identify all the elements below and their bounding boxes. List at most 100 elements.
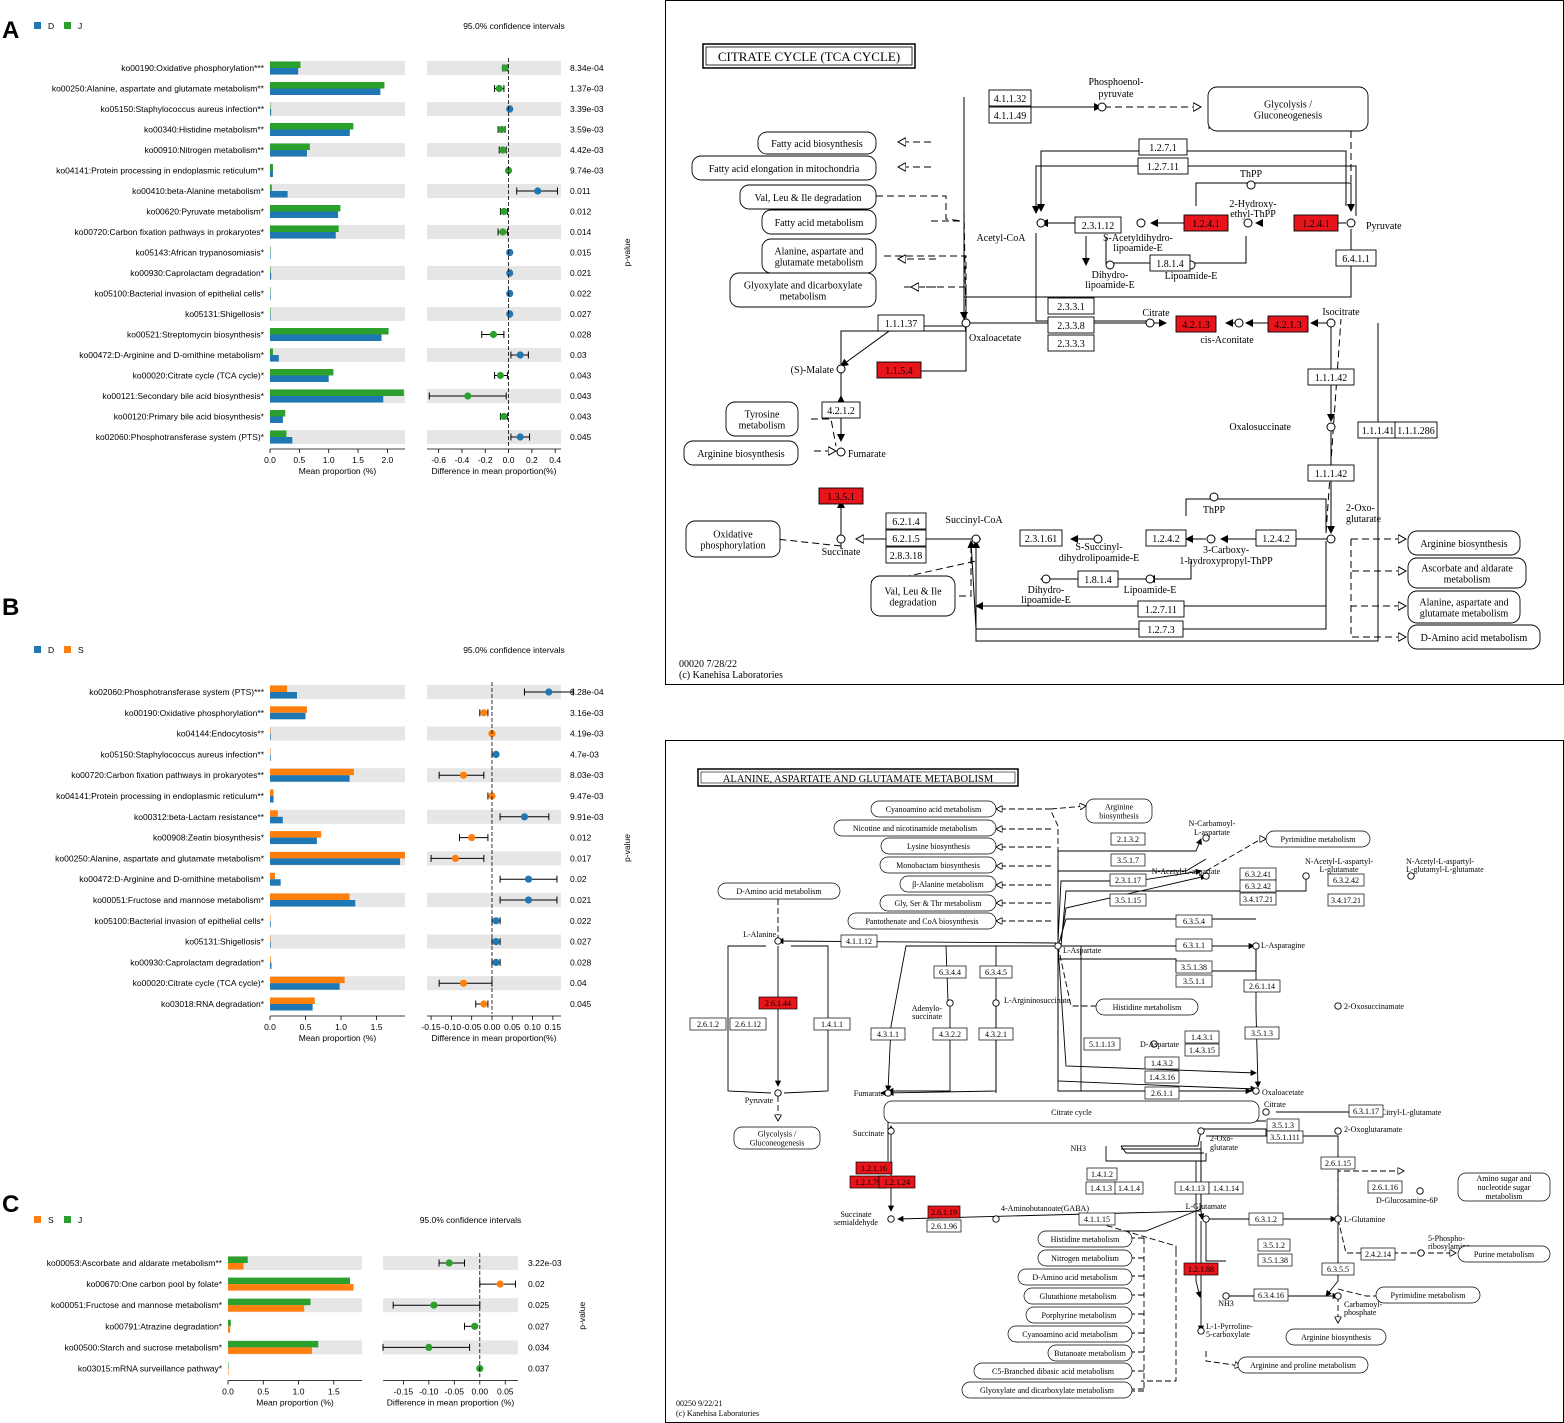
diff-point [459,979,468,987]
map-link-box[interactable] [833,819,997,837]
map-link-box[interactable] [1407,624,1541,650]
map-link-box[interactable] [1037,1249,1133,1267]
map-link-label: Tyrosine [745,410,780,421]
compound-node [1262,1108,1270,1116]
ala-asp-glu-map: ALANINE, ASPARTATE AND GLUTAMATE METABOL… [676,768,1551,1418]
reaction-edge [727,945,772,1094]
bar-d [270,252,271,259]
map-link-box[interactable] [1285,1328,1387,1346]
map-link-box[interactable] [717,882,841,900]
tick-label: 1.5 [371,1022,383,1032]
map-title: ALANINE, ASPARTATE AND GLUTAMATE METABOL… [723,774,994,785]
map-link-box[interactable] [683,440,799,466]
bar-j [270,164,273,171]
x-axis-label-left: Mean proportion (%) [256,1398,334,1408]
enzyme-label: 1.2.4.2 [1262,534,1290,545]
reaction-edge [1121,1130,1202,1147]
map-link-box[interactable] [1095,998,1199,1016]
enzyme-box [988,89,1032,107]
enzyme-label: 3.5.1.3 [1272,1121,1294,1130]
map-link-box[interactable] [883,1100,1260,1124]
enzyme-box [1110,832,1146,846]
map-link-box[interactable] [973,1362,1133,1380]
enzyme-box [1184,1043,1220,1057]
enzyme-label: 1.2.7.11 [1145,605,1177,616]
enzyme-label: 2.4.2.14 [1365,1250,1391,1259]
map-link-box[interactable] [1407,530,1521,556]
map-link-label: Pyrimidine metabolism [1281,835,1357,844]
map-link-box[interactable] [685,520,781,558]
reaction-edge [1141,1251,1177,1382]
map-link-box[interactable] [1457,1245,1551,1263]
bar-d [270,232,336,239]
bar-j [228,1319,231,1327]
bar-j [270,205,341,212]
map-link-box[interactable] [870,800,997,818]
enzyme-box [1320,1156,1356,1170]
map-link-box[interactable] [691,155,877,181]
map-link-box[interactable] [1047,1344,1133,1362]
enzyme-box [933,965,967,979]
enzyme-label: 4.2.1.3 [1182,320,1210,331]
map-link-box[interactable] [1407,590,1521,624]
enzyme-label: 6.4.1.1 [1342,254,1370,265]
map-link-box[interactable] [899,875,997,893]
map-link-box[interactable] [729,272,877,308]
map-link-box[interactable] [725,401,799,437]
compound-label: Pyruvate [1366,221,1402,232]
map-link-box[interactable] [1265,830,1371,848]
compound-label: Phosphoenol- [1089,77,1144,88]
map-link-box[interactable] [1207,86,1369,132]
map-link-box[interactable] [739,184,877,210]
bar-s [228,1326,231,1333]
diff-point [499,146,507,154]
map-link-box[interactable] [1025,1306,1133,1324]
map-link-box[interactable] [761,209,877,235]
map-link-box[interactable] [1237,1356,1369,1374]
map-link-box[interactable] [1037,1230,1133,1248]
map-link-box[interactable] [1023,1287,1133,1305]
map-link-box[interactable] [961,1381,1133,1399]
map-link-box[interactable] [1017,1268,1133,1286]
p-value: 0.011 [570,186,591,196]
diff-point [489,330,498,339]
p-value: 3.16e-03 [570,708,604,718]
map-link-box[interactable] [733,1126,821,1150]
bar-d [270,396,384,403]
row-band-left [270,809,405,824]
row-band-right [427,225,561,239]
tick-label: -0.15 [394,1387,414,1397]
map-link-box[interactable] [870,575,956,617]
map-link-label: D-Amino acid metabolism [736,887,822,896]
bar-s [270,914,271,921]
map-link-box[interactable] [879,894,997,912]
map-link-box[interactable] [757,131,877,155]
enzyme-label: 1.4.3.2 [1151,1059,1173,1068]
bar-d [270,858,401,865]
row-label: ko03018:RNA degradation* [161,999,265,1009]
row-band-right [427,184,561,198]
enzyme-label: 2.3.3.1 [1057,302,1085,313]
reaction-edge [1057,945,1257,1076]
enzyme-label: 1.1.1.41 [1362,426,1395,437]
map-link-box[interactable] [1085,798,1153,824]
data-row: ko05131:Shigellosis*0.027 [185,307,592,321]
map-link-box[interactable] [1457,1172,1551,1202]
tick-label: -0.15 [421,1022,441,1032]
p-value: 0.027 [528,1321,550,1331]
p-value: 0.043 [570,371,592,381]
map-title: CITRATE CYCLE (TCA CYCLE) [718,49,900,64]
compound-node [887,1215,895,1223]
enzyme-label: 2.6.1.19 [931,1208,957,1217]
map-link-box[interactable] [880,837,997,855]
reaction-edge [956,546,972,597]
map-link-box[interactable] [1407,557,1527,589]
map-link-box[interactable] [1007,1325,1133,1343]
compound-node [887,1127,895,1135]
map-link-label: glutamate metabolism [1420,609,1509,620]
map-link-box[interactable] [847,912,997,930]
diff-point [492,958,500,967]
map-link-box[interactable] [879,856,997,874]
map-link-box[interactable] [1375,1286,1481,1304]
